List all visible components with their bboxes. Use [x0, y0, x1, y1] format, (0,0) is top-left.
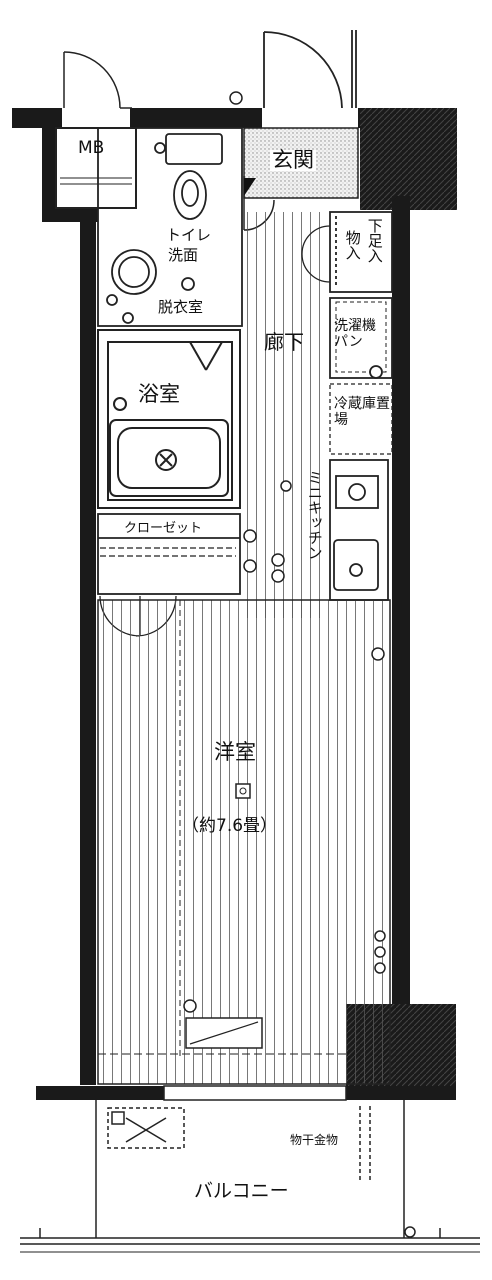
balcony-label: バルコニー	[194, 1180, 289, 1202]
toilet-label: トイレ	[166, 226, 212, 244]
western-room	[97, 599, 391, 1085]
storage-door	[301, 225, 331, 283]
balcony	[20, 1100, 480, 1253]
storage-label: 物入	[343, 230, 362, 260]
pipe-markers	[243, 480, 292, 583]
laundry-pan	[329, 297, 393, 379]
drying-hardware-label: 物干金物	[290, 1133, 339, 1147]
closet-label: クローゼット	[124, 521, 203, 536]
western-room-label: 洋室	[214, 740, 256, 764]
hallway	[244, 212, 328, 618]
meter-icon	[229, 91, 243, 105]
entrance-door	[263, 30, 357, 109]
toilet-room	[97, 127, 243, 327]
shoe-storage-label: 下足入	[365, 218, 384, 263]
hallway-label: 廊下	[264, 330, 304, 354]
laundry-pan-label: 洗濯機パン	[334, 318, 376, 351]
fridge-space	[329, 383, 393, 455]
bathroom	[97, 329, 241, 509]
entrance-label: 玄関	[270, 148, 316, 172]
mb-box	[55, 127, 137, 209]
mini-kitchen	[329, 459, 389, 601]
room-size-label: （約7.6畳）	[182, 816, 278, 836]
mb-door	[63, 51, 132, 109]
balcony-window	[163, 1085, 347, 1101]
mini-kitchen-label: ミニキッチン	[305, 470, 324, 560]
door-stopper-icon	[244, 178, 256, 196]
dressing-room-label: 脱衣室	[158, 298, 204, 316]
mb-label: MB	[78, 138, 105, 158]
shoe-storage	[329, 211, 393, 293]
bathroom-label: 浴室	[138, 382, 180, 406]
closet	[97, 513, 241, 595]
structural-walls	[12, 108, 457, 1100]
fridge-space-label: 冷蔵庫置場	[334, 396, 390, 429]
washbasin-label: 洗面	[168, 246, 199, 264]
